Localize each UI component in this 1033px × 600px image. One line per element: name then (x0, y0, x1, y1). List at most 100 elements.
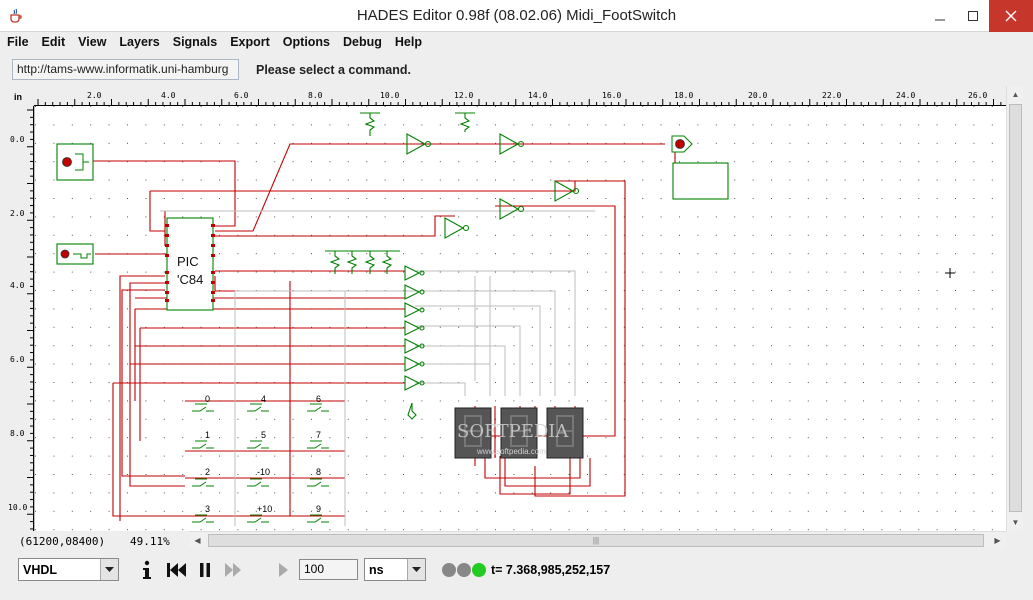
language-dropdown[interactable]: VHDL (18, 558, 119, 581)
status-led-running-icon (472, 563, 486, 577)
ruler-x-label: 26.0 (968, 91, 987, 100)
ruler-y-label: 2.0 (10, 209, 25, 218)
pic-chip-label: PIC (177, 254, 199, 269)
menu-layers[interactable]: Layers (119, 35, 160, 49)
info-icon (143, 560, 151, 579)
horizontal-scrollbar[interactable]: ◀ ||| ▶ (189, 531, 1006, 548)
close-icon (1005, 10, 1017, 22)
keypad-label: 0 (205, 394, 210, 404)
keypad-label: 8 (316, 467, 321, 477)
ruler-x-label: 4.0 (161, 91, 176, 100)
seven-segment-displays (454, 407, 584, 459)
grid-dots (35, 106, 1006, 531)
pic-chip: PIC 'C84 (165, 217, 215, 311)
rewind-icon (167, 563, 186, 577)
simulation-time: t= 7.368,985,252,157 (491, 563, 611, 577)
fast-forward-button[interactable] (223, 559, 245, 581)
language-value: VHDL (23, 562, 58, 577)
ruler-x-label: 2.0 (87, 91, 102, 100)
cursor-crosshair-icon (945, 268, 955, 278)
ruler-x-label: 6.0 (234, 91, 249, 100)
watermark: SOFTPEDIA (457, 421, 569, 442)
time-unit-dropdown[interactable]: ns (364, 558, 426, 581)
ruler-x-label: 22.0 (822, 91, 841, 100)
keypad-switches (192, 403, 329, 523)
menu-signals[interactable]: Signals (172, 35, 218, 49)
vertical-ruler: 0.0 2.0 4.0 6.0 8.0 10.0 (8, 106, 34, 531)
logic-gates (404, 133, 580, 391)
time-unit-value: ns (369, 562, 384, 577)
vertical-scrollbar[interactable]: ▲ ▼ (1006, 86, 1023, 531)
chevron-down-icon[interactable] (100, 559, 118, 580)
play-icon (279, 563, 288, 577)
status-message: Please select a command. (256, 63, 411, 77)
schematic-drawing: PIC 'C84 0 (35, 106, 1006, 531)
ruler-x-label: 16.0 (602, 91, 621, 100)
input-switches (56, 143, 94, 265)
keypad-label: +10 (257, 504, 272, 514)
keypad-label: 5 (261, 430, 266, 440)
minimize-button[interactable] (923, 0, 957, 32)
url-field[interactable]: http://tams-www.informatik.uni-hamburg (12, 59, 239, 80)
menu-file[interactable]: File (7, 35, 29, 49)
midi-output-box (672, 162, 729, 200)
keypad-label: 2 (205, 467, 210, 477)
close-button[interactable] (989, 0, 1033, 32)
ruler-x-label: 12.0 (454, 91, 473, 100)
chevron-down-icon[interactable] (407, 559, 425, 580)
keypad-label: 9 (316, 504, 321, 514)
output-led (671, 135, 693, 153)
keypad-label: 4 (261, 394, 266, 404)
menu-options[interactable]: Options (282, 35, 331, 49)
maximize-button[interactable] (957, 0, 989, 32)
ruler-y-label: 10.0 (8, 503, 27, 512)
scroll-left-arrow-icon[interactable]: ◀ (194, 536, 201, 545)
horizontal-ruler: 2.0 4.0 6.0 8.0 10.0 12.0 14.0 16.0 18.0… (34, 91, 1006, 106)
ruler-x-label: 20.0 (748, 91, 767, 100)
step-button[interactable] (272, 559, 294, 581)
menu-debug[interactable]: Debug (343, 35, 382, 49)
scroll-right-arrow-icon[interactable]: ▶ (994, 536, 1001, 545)
status-led-idle-icon (442, 563, 456, 577)
keypad-label: 3 (205, 504, 210, 514)
pause-button[interactable] (194, 559, 216, 581)
info-button[interactable] (136, 559, 158, 581)
ruler-x-label: 24.0 (896, 91, 915, 100)
scroll-up-arrow-icon[interactable]: ▲ (1011, 90, 1020, 99)
ruler-y-label: 8.0 (10, 429, 25, 438)
minimize-icon (935, 19, 945, 21)
maximize-icon (968, 11, 978, 21)
java-cup-icon (8, 8, 24, 24)
keypad-label: -10 (257, 467, 270, 477)
keypad-label: 6 (316, 394, 321, 404)
watermark-url: www.softpedia.com (476, 447, 546, 456)
ruler-y-label: 4.0 (10, 281, 25, 290)
vertical-scroll-thumb[interactable] (1009, 104, 1022, 512)
schematic-canvas[interactable]: PIC 'C84 0 (34, 106, 1006, 531)
window-title: HADES Editor 0.98f (08.02.06) Midi_FootS… (356, 7, 677, 24)
ruler-x-label: 10.0 (380, 91, 399, 100)
step-time-input[interactable]: 100 (299, 559, 358, 580)
resistor-network (325, 112, 475, 420)
menu-bar: File Edit View Layers Signals Export Opt… (0, 32, 1033, 52)
scroll-down-arrow-icon[interactable]: ▼ (1011, 518, 1020, 527)
fast-forward-icon (225, 563, 241, 577)
ruler-unit-label: in (14, 92, 22, 102)
menu-view[interactable]: View (78, 35, 107, 49)
cursor-coordinates: (61200,08400) (19, 535, 106, 548)
zoom-level: 49.11% (130, 535, 170, 548)
menu-help[interactable]: Help (394, 35, 422, 49)
ruler-x-label: 18.0 (674, 91, 693, 100)
rewind-button[interactable] (165, 559, 187, 581)
keypad-label: 7 (316, 430, 321, 440)
title-bar: HADES Editor 0.98f (08.02.06) Midi_FootS… (0, 0, 1033, 32)
ruler-x-label: 14.0 (528, 91, 547, 100)
menu-export[interactable]: Export (230, 35, 270, 49)
ruler-y-label: 0.0 (10, 135, 25, 144)
keypad-label: 1 (205, 430, 210, 440)
pause-icon (200, 563, 210, 577)
status-led-idle-icon (457, 563, 471, 577)
horizontal-scroll-thumb[interactable]: ||| (208, 534, 984, 547)
ruler-y-label: 6.0 (10, 355, 25, 364)
menu-edit[interactable]: Edit (41, 35, 66, 49)
